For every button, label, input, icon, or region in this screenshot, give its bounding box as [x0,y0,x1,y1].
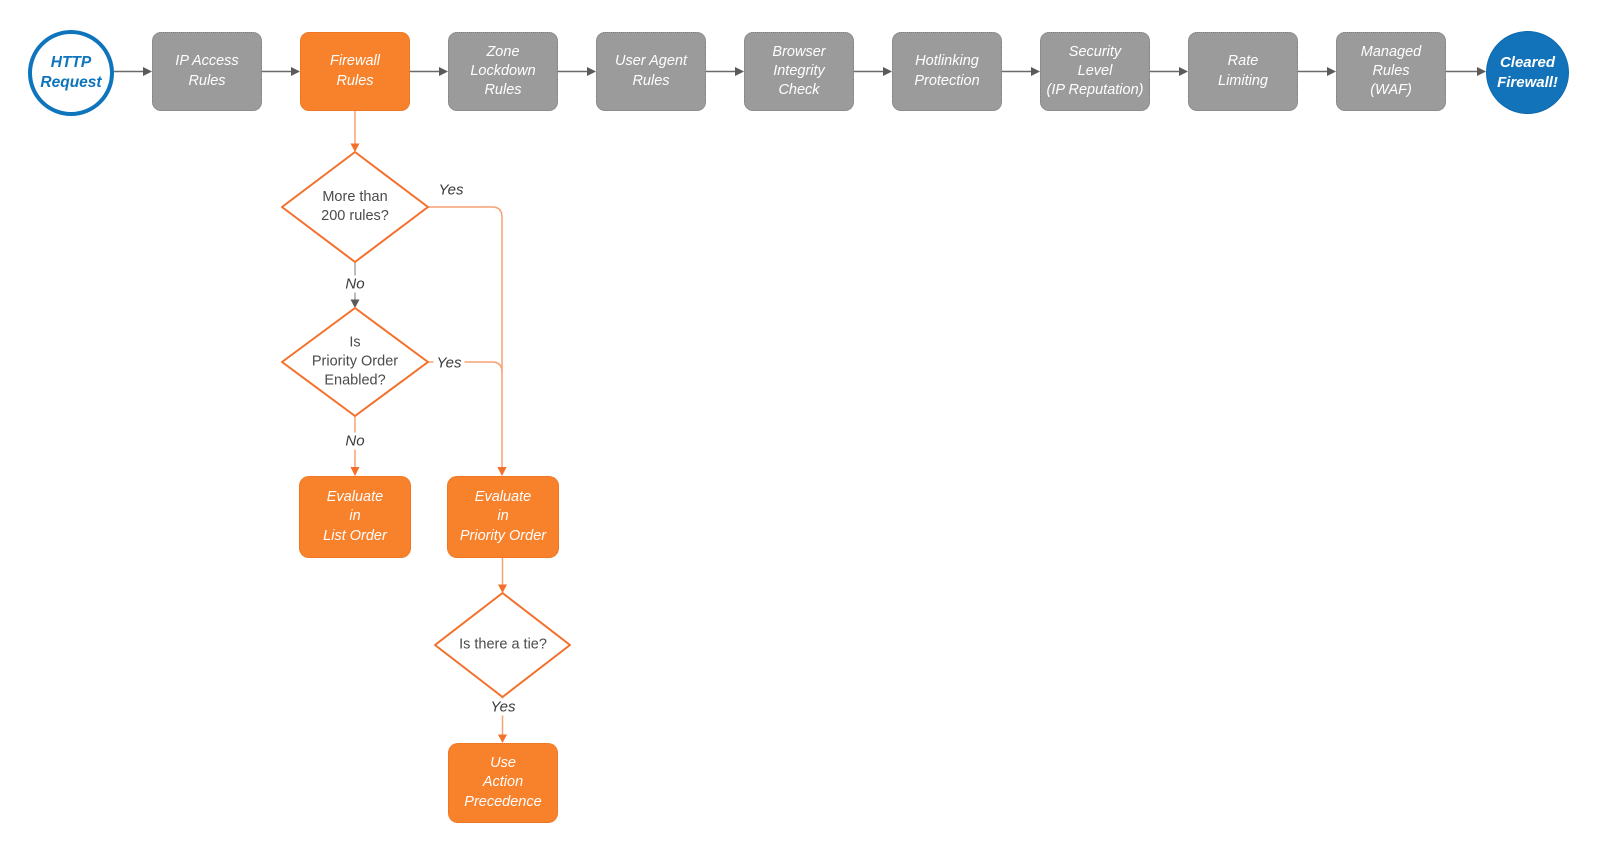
connector-firewall-to-zone-lockdown [410,67,448,76]
arrowhead-right [587,67,596,76]
arrowhead-down [498,584,507,593]
edge-label-rules-count-no: No [342,275,368,293]
connector-start-to-ip-access [114,67,152,76]
step-label: IP Access Rules [175,53,239,89]
decision-more-than-200-rules-shape [281,151,429,263]
step-security-level-ip-reputation: Security Level (IP Reputation) [1040,32,1150,111]
start-node-http-request: HTTP Request [28,30,114,116]
step-label: Browser Integrity Check [772,43,826,99]
step-label: Firewall Rules [330,53,380,89]
arrowhead-right [143,67,152,76]
step-firewall-rules: Firewall Rules [300,32,410,111]
decision-more-than-200-rules-label: More than 200 rules? [321,189,389,224]
step-rate-limiting: Rate Limiting [1188,32,1298,111]
arrowhead-right [439,67,448,76]
arrowhead-right [883,67,892,76]
step-label: Zone Lockdown Rules [470,43,536,99]
outcome-label: Use Action Precedence [464,755,542,810]
outcome-use-action-precedence: Use Action Precedence [448,743,558,823]
decision-priority-order-enabled-shape [281,307,429,417]
edge-label-priority-enabled-yes: Yes [433,354,465,372]
start-node-label: HTTP Request [40,53,102,91]
arrowhead-down [350,143,360,152]
edge-label-tie-yes: Yes [487,698,519,716]
arrowhead-right [1031,67,1040,76]
arrowhead-right [1327,67,1336,76]
connector-managed-rules-to-end [1446,67,1486,76]
arrowhead-right [291,67,300,76]
decision-priority-order-enabled-label: Is Priority Order Enabled? [311,334,399,389]
edge-label-rules-count-yes: Yes [435,181,467,199]
arrowhead-right [1179,67,1188,76]
step-label: User Agent Rules [615,53,687,89]
step-zone-lockdown-rules: Zone Lockdown Rules [448,32,558,111]
connector-priority-order-box-to-tie-decision [498,558,507,593]
outcome-label: Evaluate in Priority Order [459,489,547,544]
connector-security-level-to-rate-limiting [1150,67,1188,76]
arrowhead-right [1477,67,1486,76]
arrowhead-down [350,299,360,308]
connector-zone-lockdown-to-user-agent [558,67,596,76]
step-label: Hotlinking Protection [914,53,980,89]
arrowhead-down [497,467,507,476]
decision-is-there-a-tie-shape [434,592,571,698]
arrowhead-down [498,734,507,743]
connector-firewall-to-rules-count-decision [350,111,360,152]
end-node-label: Cleared Firewall! [1497,53,1558,91]
connector-ip-access-to-firewall [262,67,300,76]
decision-is-there-a-tie-label: Is there a tie? [459,636,547,653]
connector-user-agent-to-browser-integrity [706,67,744,76]
step-label: Security Level (IP Reputation) [1046,43,1144,99]
step-label: Rate Limiting [1218,53,1268,89]
end-node-cleared-firewall: Cleared Firewall! [1486,31,1569,114]
step-ip-access-rules: IP Access Rules [152,32,262,111]
edge-label-priority-enabled-no: No [342,432,368,450]
step-user-agent-rules: User Agent Rules [596,32,706,111]
step-managed-rules-waf: Managed Rules (WAF) [1336,32,1446,111]
outcome-evaluate-in-list-order: Evaluate in List Order [299,476,411,558]
connector-browser-integrity-to-hotlinking [854,67,892,76]
outcome-evaluate-in-priority-order: Evaluate in Priority Order [447,476,559,558]
connector-priority-enabled-yes-merge [428,361,503,373]
outcome-label: Evaluate in List Order [323,489,387,544]
step-browser-integrity-check: Browser Integrity Check [744,32,854,111]
connector-rules-count-yes-to-priority-order-box [428,206,507,476]
connector-hotlinking-to-security-level [1002,67,1040,76]
arrowhead-right [735,67,744,76]
arrowhead-down [350,467,360,476]
step-hotlinking-protection: Hotlinking Protection [892,32,1002,111]
step-label: Managed Rules (WAF) [1360,43,1422,99]
connector-rate-limiting-to-managed-rules [1298,67,1336,76]
